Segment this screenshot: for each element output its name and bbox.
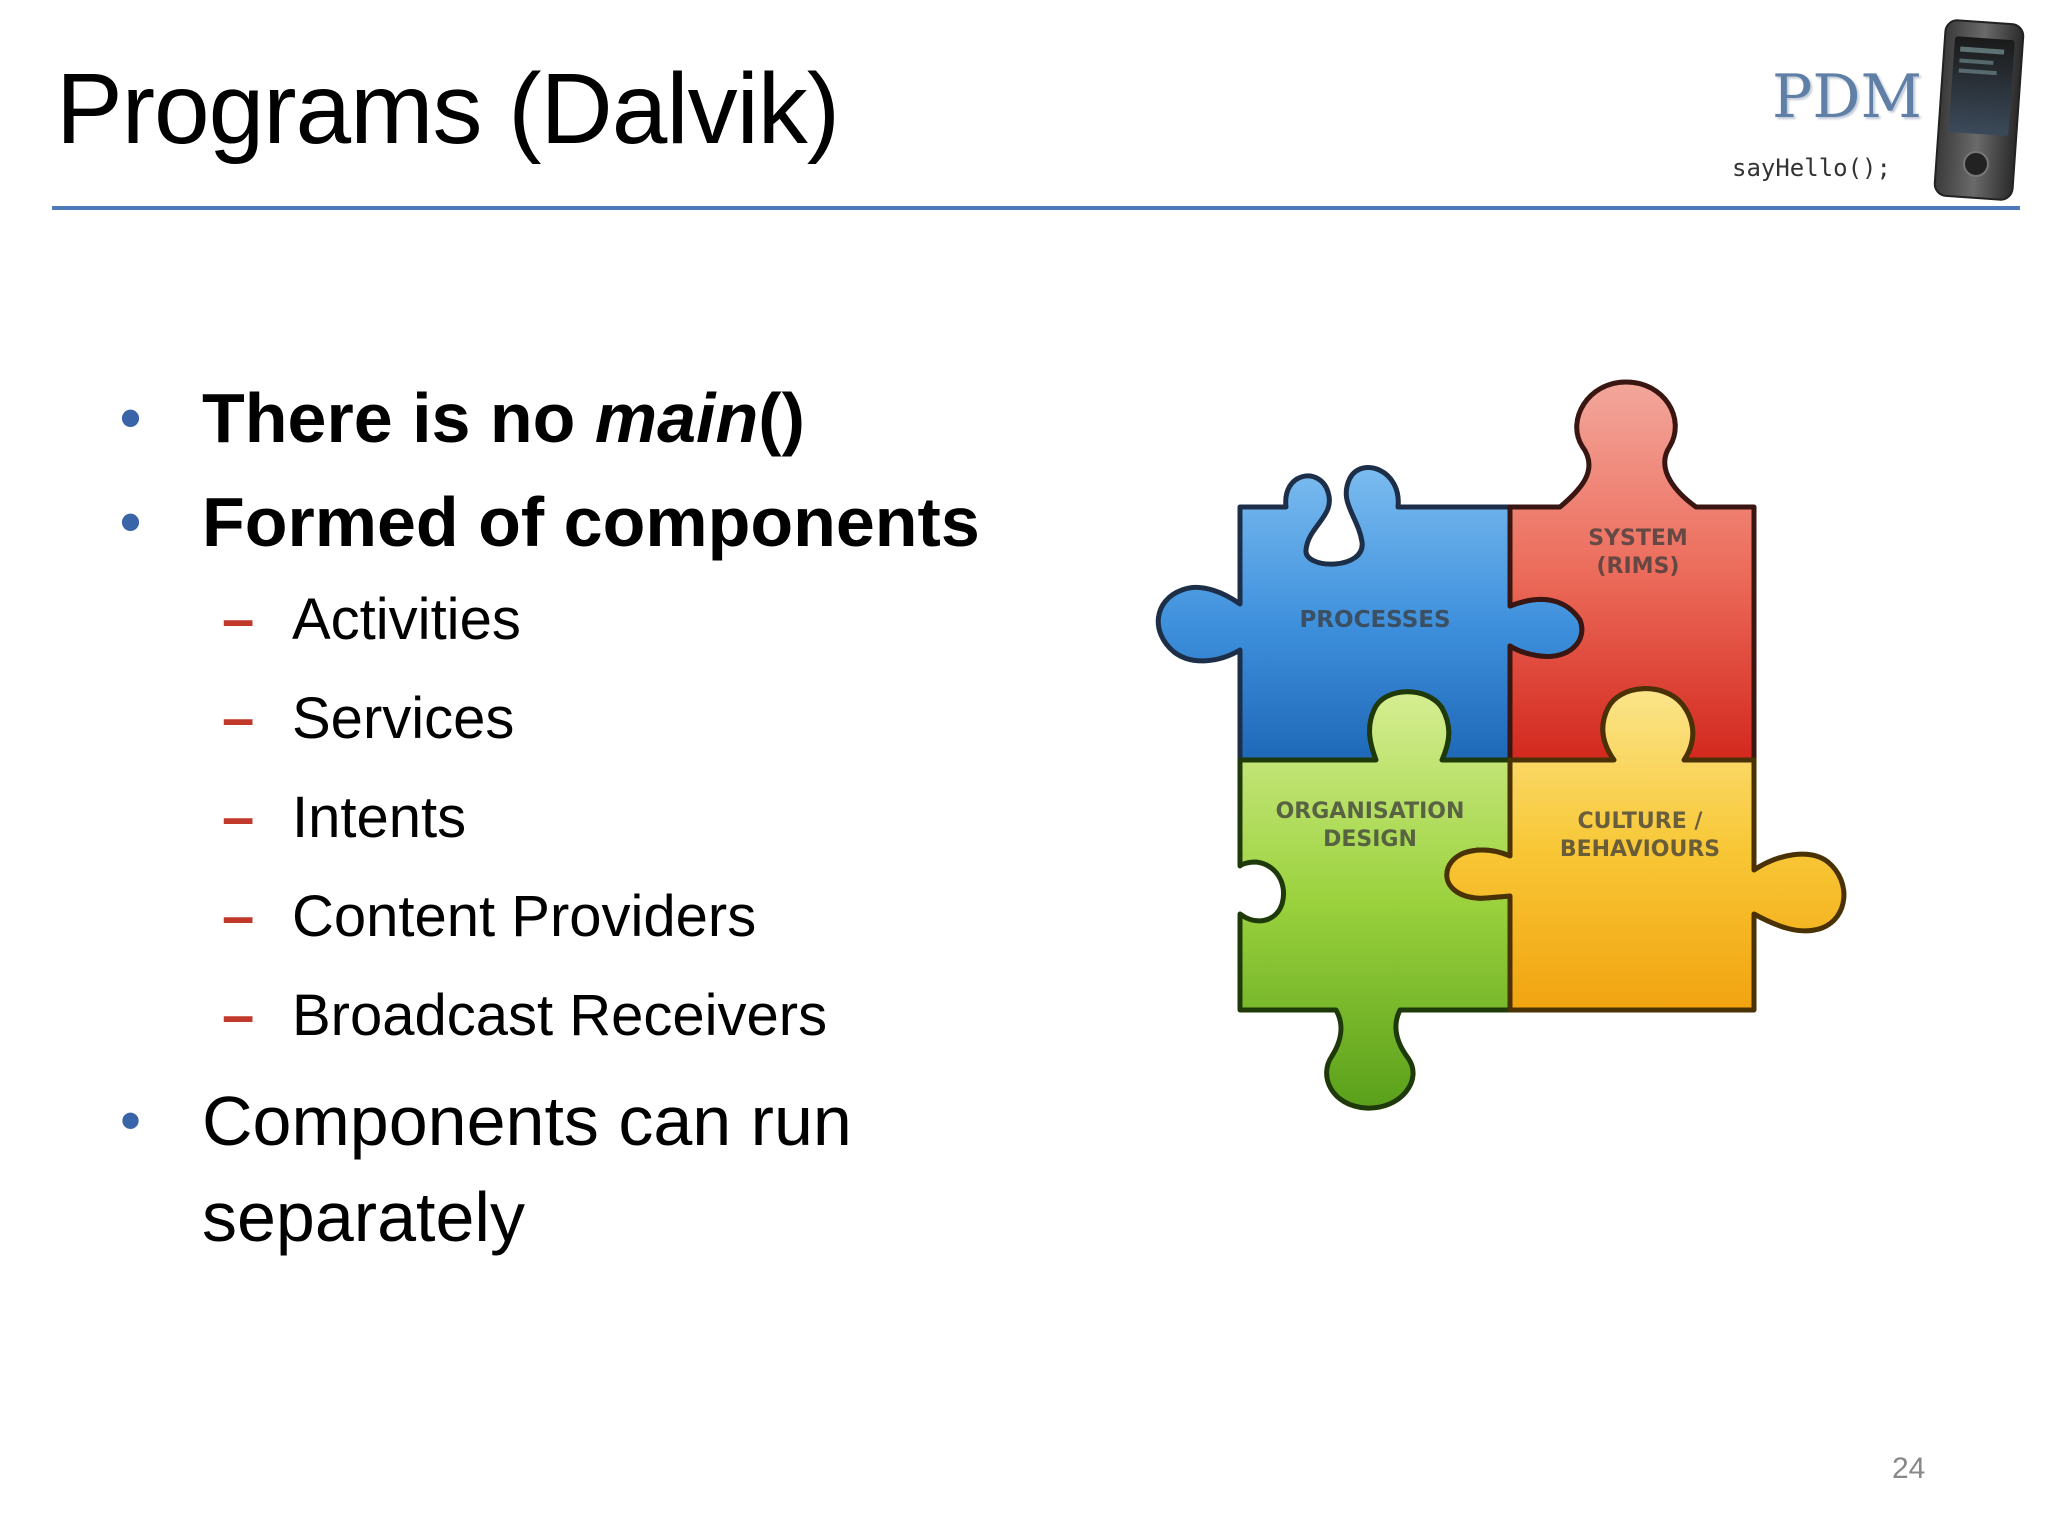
sub-bullet-text: Activities [292,587,521,652]
puzzle-illustration: PROCESSES SYSTEM (RIMS) ORGANISATION DES… [1155,379,1847,1111]
sub-bullet-intents: – Intents [120,768,1100,867]
sub-bullet-broadcast-receivers: – Broadcast Receivers [120,966,1100,1065]
bullet-text: Formed of components [202,483,980,561]
slide-title: Programs (Dalvik) [56,53,840,165]
sub-bullet-dash: – [222,686,255,751]
label-system-2: (RIMS) [1597,554,1680,579]
bullet-no-main: • There is no main() [120,370,1100,466]
pdm-logo: PDM sayHello(); [1728,18,2038,204]
sub-bullet-content-providers: – Content Providers [120,867,1100,966]
bullet-list: • There is no main() • Formed of compone… [120,370,1100,1265]
page-number: 24 [1892,1452,1926,1485]
logo-code: sayHello(); [1732,154,1891,182]
sub-bullet-dash: – [222,983,255,1048]
label-culture-1: CULTURE / [1578,809,1704,834]
bullet-components-run-separately: • Components can run separately [120,1073,902,1265]
phone-icon [1933,19,2025,201]
sub-bullet-dash: – [222,587,255,652]
sub-bullet-text: Services [292,686,515,751]
bullet-text: There is no [202,379,595,457]
label-culture-2: BEHAVIOURS [1560,837,1720,862]
sub-bullet-dash: – [222,785,255,850]
sub-bullet-activities: – Activities [120,570,1100,669]
puzzle-piece-culture-behaviours [1444,686,1847,1013]
sub-bullet-text: Broadcast Receivers [292,983,828,1048]
label-org-1: ORGANISATION [1276,799,1465,824]
bullet-dot: • [120,384,142,451]
title-underline [52,206,2020,210]
bullet-dot: • [120,1087,142,1154]
label-processes: PROCESSES [1299,607,1450,633]
sub-bullet-text: Content Providers [292,884,757,949]
bullet-italic-main: main [594,379,759,457]
puzzle-piece-organisation-design [1237,689,1513,1111]
bullet-dot: • [120,488,142,555]
label-system-1: SYSTEM [1588,526,1688,551]
bullet-formed-of-components: • Formed of components [120,474,1100,570]
logo-brand: PDM [1772,62,1922,132]
bullet-text-suffix: () [758,379,805,457]
sub-bullet-dash: – [222,884,255,949]
label-org-2: DESIGN [1323,827,1417,852]
bullet-text: Components can run separately [202,1082,852,1256]
sub-bullet-services: – Services [120,669,1100,768]
sub-bullet-text: Intents [292,785,467,850]
